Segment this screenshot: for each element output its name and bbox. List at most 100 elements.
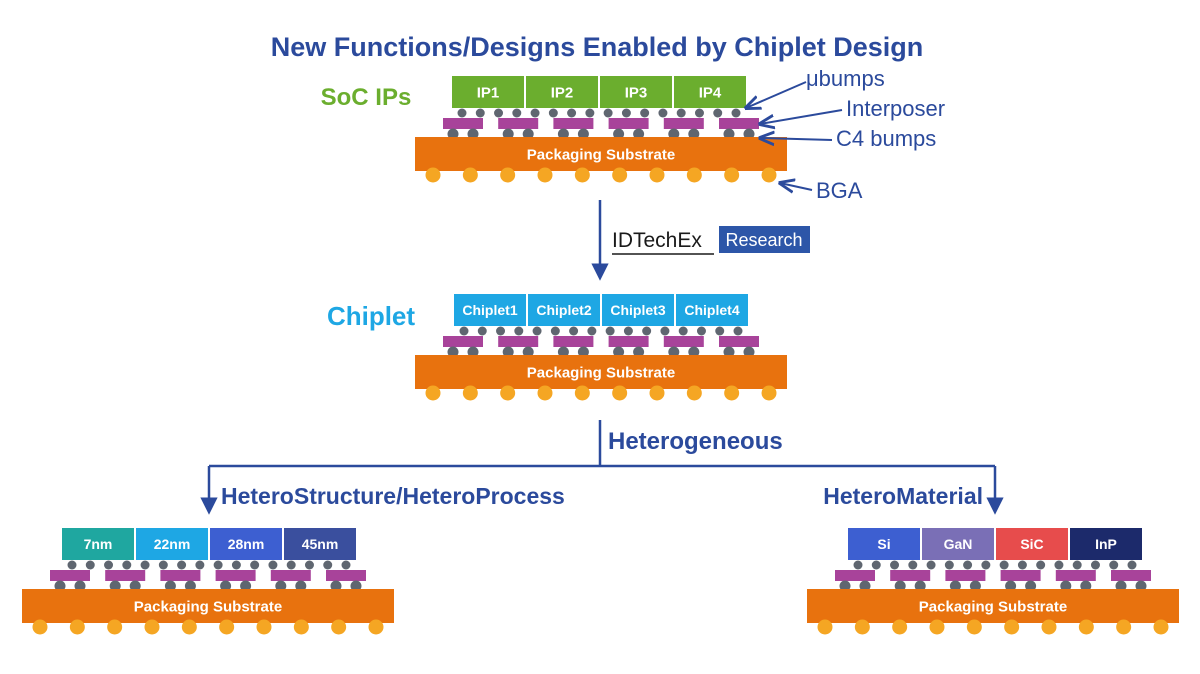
die-label: IP4 — [699, 84, 722, 101]
interposer-pad — [835, 570, 875, 581]
microbump — [963, 560, 973, 570]
microbump — [475, 108, 485, 118]
microbump — [512, 108, 522, 118]
die-label: GaN — [944, 536, 973, 552]
microbump — [660, 326, 670, 336]
die — [452, 76, 524, 108]
c4-bump — [240, 580, 252, 592]
interposer-pad — [945, 570, 986, 581]
bga-ball — [1078, 619, 1094, 635]
c4-bump — [577, 346, 589, 358]
interposer-pad — [1000, 570, 1041, 581]
microbump — [999, 560, 1009, 570]
c4-bump — [447, 346, 459, 358]
bga-ball — [500, 385, 516, 401]
microbump — [494, 108, 504, 118]
research-label: Research — [725, 230, 802, 250]
die — [600, 76, 672, 108]
c4-bump — [914, 580, 926, 592]
idtechex-wordmark: IDTechEx — [612, 229, 702, 252]
microbump — [694, 108, 704, 118]
microbump — [1017, 560, 1027, 570]
bga-ball — [256, 619, 272, 635]
bga-ball — [425, 385, 441, 401]
substrate-label: Packaging Substrate — [527, 147, 675, 164]
c4-bump — [1025, 580, 1037, 592]
microbump — [250, 560, 260, 570]
c4-bump — [859, 580, 871, 592]
die-label: 22nm — [154, 536, 191, 552]
bga-ball — [854, 619, 870, 635]
microbump — [1036, 560, 1046, 570]
c4-bump — [350, 580, 362, 592]
microbump — [658, 108, 668, 118]
c4-bump — [723, 346, 735, 358]
interposer-pad — [719, 118, 759, 129]
microbump — [177, 560, 187, 570]
c4-bump — [502, 346, 514, 358]
microbump — [944, 560, 954, 570]
die — [284, 528, 356, 560]
c4-bump — [164, 580, 176, 592]
die-label: 28nm — [228, 536, 265, 552]
die — [922, 528, 994, 560]
packaging-substrate — [415, 355, 787, 389]
microbump — [323, 560, 333, 570]
microbump — [286, 560, 296, 570]
microbump — [890, 560, 900, 570]
microbump — [981, 560, 991, 570]
substrate-label: Packaging Substrate — [527, 365, 675, 382]
bga-ball — [724, 167, 740, 183]
microbump — [304, 560, 314, 570]
microbump — [158, 560, 168, 570]
interposer-pad — [1111, 570, 1151, 581]
interposer-pad — [443, 118, 483, 129]
die-label: Chiplet4 — [684, 302, 739, 318]
microbump — [713, 108, 723, 118]
microbump — [926, 560, 936, 570]
substrate-label: Packaging Substrate — [919, 599, 1067, 616]
bga-ball — [462, 385, 478, 401]
interposer-pad — [608, 336, 649, 347]
microbump — [871, 560, 881, 570]
microbump — [642, 326, 652, 336]
microbump — [1127, 560, 1137, 570]
microbump — [678, 326, 688, 336]
bga-ball — [144, 619, 160, 635]
bga-ball — [368, 619, 384, 635]
interposer-pad — [160, 570, 201, 581]
die — [676, 294, 748, 326]
microbump — [569, 326, 579, 336]
microbump — [731, 108, 741, 118]
c4-bump — [109, 580, 121, 592]
c4-bump — [54, 580, 66, 592]
bga-ball — [761, 167, 777, 183]
die-label: Chiplet1 — [462, 302, 517, 318]
microbump — [231, 560, 241, 570]
bga-ball — [686, 385, 702, 401]
c4-bump — [969, 580, 981, 592]
die-label: SiC — [1020, 536, 1043, 552]
microbump — [1072, 560, 1082, 570]
c4-bump — [839, 580, 851, 592]
die — [454, 294, 526, 326]
interposer-pad — [719, 336, 759, 347]
c4-bump — [688, 128, 700, 140]
microbump — [853, 560, 863, 570]
microbump — [477, 326, 487, 336]
interposer-pad — [1055, 570, 1096, 581]
die-label: 7nm — [84, 536, 113, 552]
interposer-pointer — [760, 109, 843, 124]
c4-bump — [522, 128, 534, 140]
bga-ball — [331, 619, 347, 635]
die-label: InP — [1095, 536, 1117, 552]
microbump — [195, 560, 205, 570]
die — [996, 528, 1068, 560]
c4-pointer — [760, 138, 833, 140]
microbump — [268, 560, 278, 570]
microbump — [603, 108, 613, 118]
bga-ball — [761, 385, 777, 401]
c4-bump — [502, 128, 514, 140]
